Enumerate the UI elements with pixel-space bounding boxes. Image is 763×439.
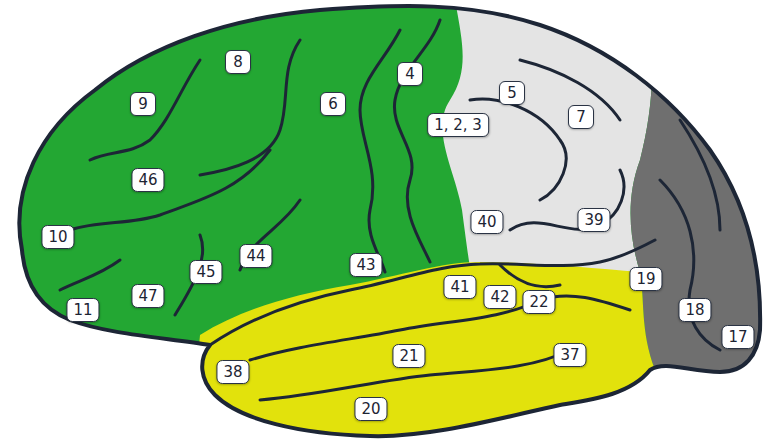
callout-number: 10 [41, 225, 74, 249]
callout-number: 19 [629, 267, 662, 291]
callout-number: 47 [131, 284, 164, 308]
callout-number: 22 [522, 290, 555, 314]
callout-number: 17 [721, 325, 754, 349]
callout-number: 11 [66, 298, 99, 322]
callout-number: 44 [239, 244, 272, 268]
callout-number: 20 [354, 397, 387, 421]
callout-number: 7 [568, 105, 594, 129]
callout-number: 8 [225, 50, 251, 74]
callout-number: 45 [189, 260, 222, 284]
callout-number: 38 [216, 360, 249, 384]
callout-number: 42 [483, 285, 516, 309]
callout-number: 9 [130, 92, 156, 116]
callout-number: 39 [577, 208, 610, 232]
callout-number: 43 [349, 253, 382, 277]
callout-number: 1, 2, 3 [427, 113, 489, 137]
callout-number: 40 [470, 210, 503, 234]
callout-number: 46 [131, 168, 164, 192]
callout-number: 18 [678, 298, 711, 322]
callout-number: 37 [553, 343, 586, 367]
callout-number: 21 [392, 344, 425, 368]
callout-number: 4 [397, 62, 423, 86]
callout-number: 41 [443, 275, 476, 299]
callout-number: 5 [499, 81, 525, 105]
callout-number: 6 [320, 92, 346, 116]
